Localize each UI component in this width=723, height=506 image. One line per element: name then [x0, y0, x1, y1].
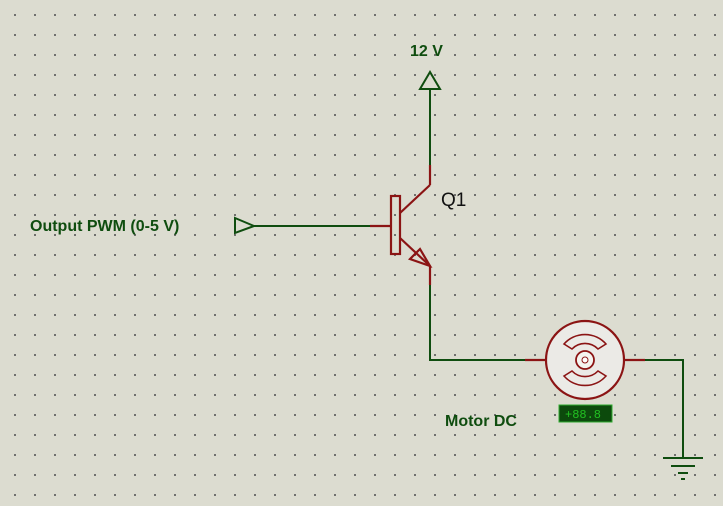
emitter-arrow-icon: [407, 247, 433, 269]
transistor-q1[interactable]: Q1: [370, 165, 466, 285]
motor-upper-winding-icon: [562, 333, 608, 351]
power-terminal[interactable]: 12 V: [410, 43, 443, 165]
transistor-label: Q1: [441, 190, 466, 211]
transistor-base-bar: [389, 194, 402, 256]
transistor-collector-line: [399, 184, 431, 214]
power-rail-label: 12 V: [410, 43, 443, 60]
power-arrow-icon: [418, 70, 442, 90]
input-terminal-arrow-icon: [234, 216, 257, 235]
input-terminal[interactable]: Output PWM (0-5 V): [30, 216, 370, 235]
motor-readout-value: +88.8: [565, 408, 601, 422]
motor-readout-display: [558, 404, 613, 423]
motor-shaft-center: [581, 356, 589, 364]
transistor-emitter-line: [399, 237, 431, 267]
ground-terminal[interactable]: [663, 457, 703, 480]
wire-emitter-to-motor[interactable]: [429, 285, 525, 361]
motor-lower-winding-icon: [562, 369, 608, 387]
motor-label: Motor DC: [445, 413, 517, 430]
input-pin-label: Output PWM (0-5 V): [30, 218, 179, 235]
motor-dc[interactable]: Motor DC +88.8: [445, 319, 645, 430]
wire-motor-to-ground[interactable]: [645, 359, 684, 458]
